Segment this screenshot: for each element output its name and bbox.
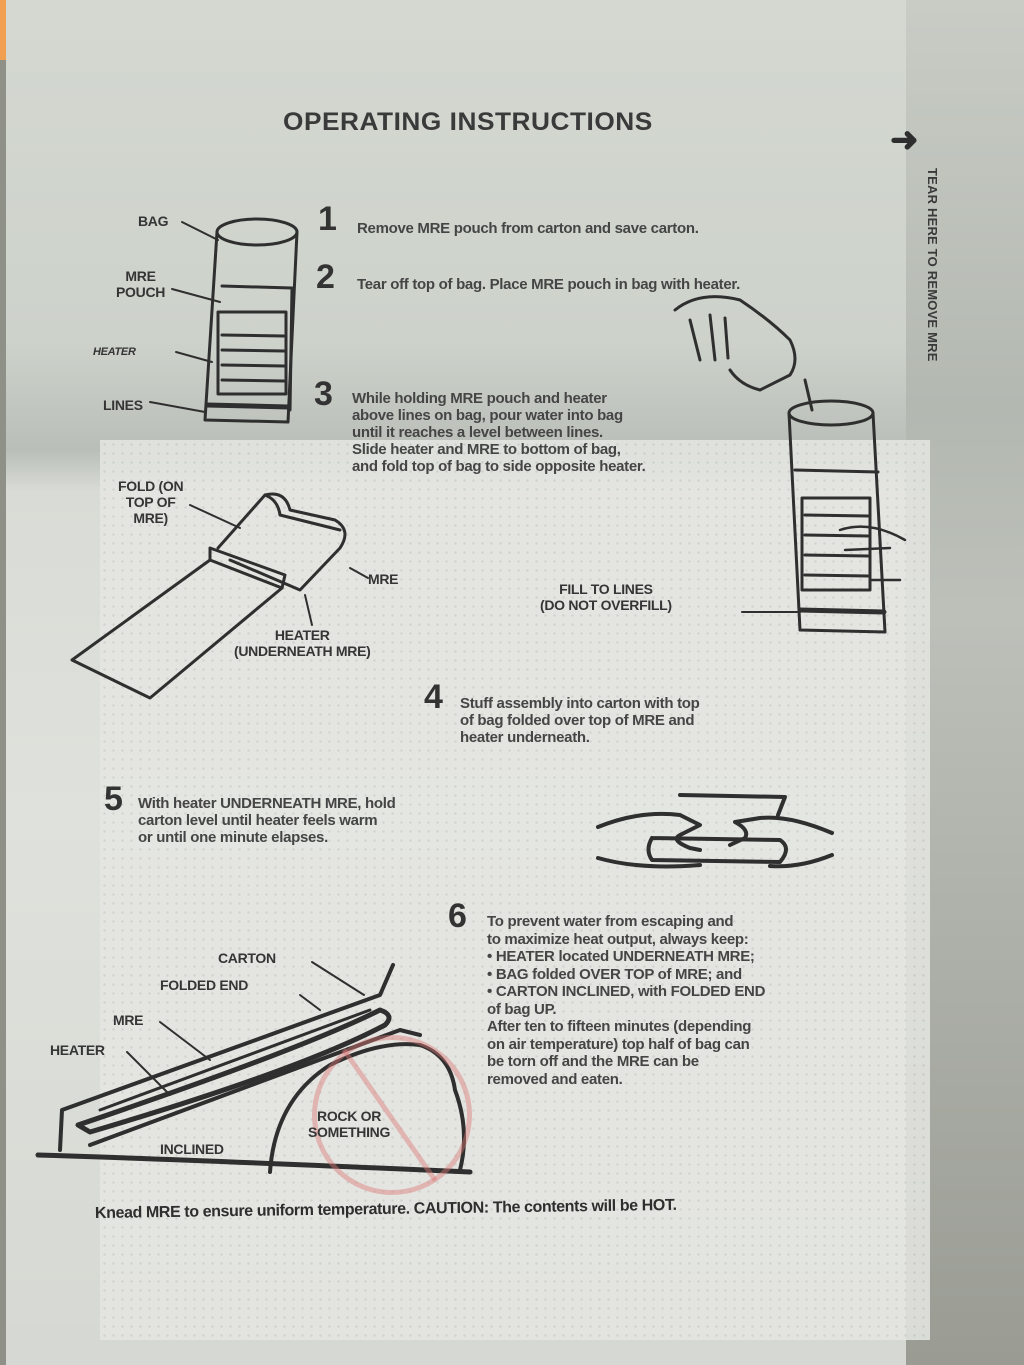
step-1-text: Remove MRE pouch from carton and save ca… [357,220,699,237]
bag-label: BAG [138,213,169,229]
step-5-text: With heater UNDERNEATH MRE, hold carton … [138,795,396,846]
heater-underneath-label-line: HEATER [274,627,330,643]
step-6-line: be torn off and the MRE can be [487,1053,699,1070]
mre-pouch-label: MRE POUCH [116,268,165,300]
heater-underneath-label: HEATER (UNDERNEATH MRE) [234,627,371,659]
fill-label-line: (DO NOT OVERFILL) [540,597,672,613]
step-6-text: To prevent water from escaping and to ma… [487,913,765,1088]
step-6-line: To prevent water from escaping and [487,913,734,930]
carton-label: CARTON [218,950,276,966]
step-2-text: Tear off top of bag. Place MRE pouch in … [357,276,740,293]
step-6-line: removed and eaten. [487,1070,623,1088]
fill-label-line: FILL TO LINES [559,581,653,597]
step-5-line: With heater UNDERNEATH MRE, hold [138,795,396,812]
step-3-text: While holding MRE pouch and heater above… [352,390,646,475]
inclined-label: INCLINED [160,1141,224,1157]
step-2-number: 2 [316,258,335,296]
heater-incline-label: HEATER [50,1042,105,1058]
heater-underneath-label-line: (UNDERNEATH MRE) [234,643,371,659]
mre-pouch-label-line: POUCH [116,284,166,300]
step-1-number: 1 [318,200,337,238]
fold-label-line: FOLD (ON [118,478,184,494]
fill-to-lines-label: FILL TO LINES (DO NOT OVERFILL) [540,581,672,613]
textured-label-area [100,440,930,1340]
rock-label-line: ROCK OR [317,1108,382,1124]
mre-label: MRE [368,571,399,587]
step-3-line: above lines on bag, pour water into bag [352,407,623,424]
step-6-bullet: • BAG folded OVER TOP of MRE; and [487,965,742,983]
step-4-line: Stuff assembly into carton with top [460,695,700,712]
step-3-line: and fold top of bag to side opposite hea… [352,458,646,475]
step-3-number: 3 [314,375,333,413]
folded-end-label: FOLDED END [160,977,249,993]
step-3-line: until it reaches a level between lines. [352,424,603,441]
step-6-line: to maximize heat output, always keep: [487,930,749,948]
step-5-number: 5 [104,780,123,818]
lines-label: LINES [103,397,143,413]
rock-label: ROCK OR SOMETHING [308,1108,390,1140]
step-3-line: Slide heater and MRE to bottom of bag, [352,441,621,458]
step-5-line: or until one minute elapses. [138,829,328,846]
step-6-bullet: • HEATER located UNDERNEATH MRE; [487,948,755,965]
step-6-bullet: • CARTON INCLINED, with FOLDED END [487,983,766,1000]
step-5-line: carton level until heater feels warm [138,812,378,829]
step-4-line: heater underneath. [460,729,590,746]
step-6-number: 6 [448,897,467,935]
mre-pouch-label-line: MRE [125,268,156,284]
background-orange-edge [0,0,8,60]
fold-label-line: TOP OF [125,494,176,510]
fold-label-line: MRE) [133,510,168,526]
rock-label-line: SOMETHING [308,1124,391,1140]
mre-incline-label: MRE [113,1012,144,1028]
step-4-line: of bag folded over top of MRE and [460,712,695,729]
tear-here-text: TEAR HERE TO REMOVE MRE [925,168,940,362]
heater-label: HEATER [93,346,136,358]
faded-no-symbol-icon [312,1035,472,1195]
step-6-line: on air temperature) top half of bag can [487,1035,750,1053]
step-6-line: of bag UP. [487,1000,557,1018]
step-4-number: 4 [424,678,443,716]
step-4-text: Stuff assembly into carton with top of b… [460,695,700,746]
arrow-right-icon: ➜ [890,121,919,159]
page-title: OPERATING INSTRUCTIONS [283,108,653,136]
step-3-line: While holding MRE pouch and heater [352,390,607,407]
fold-label: FOLD (ON TOP OF MRE) [118,478,184,526]
step-6-line: After ten to fifteen minutes (depending [487,1018,752,1035]
